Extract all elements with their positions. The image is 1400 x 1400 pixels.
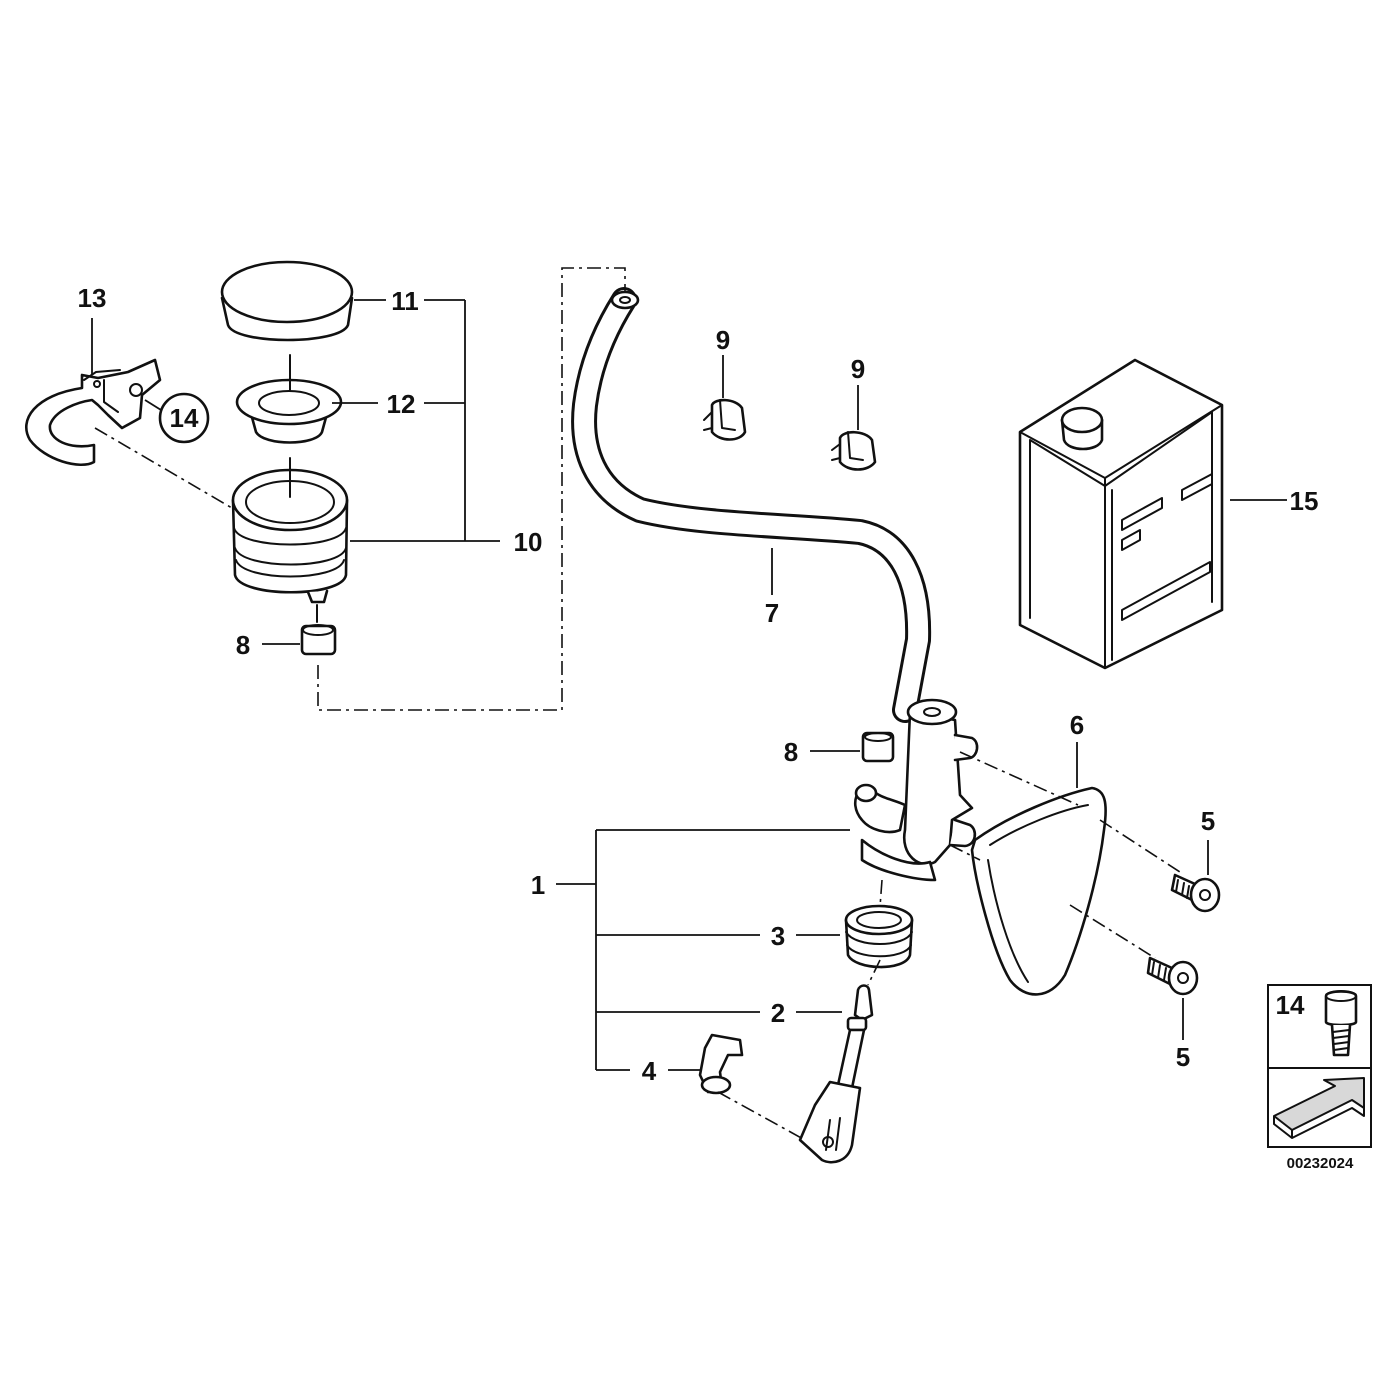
callout-4: 4: [642, 1056, 657, 1086]
hose-clip-upper: [300, 624, 337, 656]
legend-box: [1267, 984, 1372, 1148]
callout-5-upper: 5: [1201, 806, 1215, 836]
diagram-id: 00232024: [1287, 1155, 1354, 1172]
callout-8-upper: 8: [236, 630, 250, 660]
hose-clamp-b: [831, 430, 877, 471]
callout-13: 13: [78, 283, 107, 313]
callout-circle-14: [158, 392, 210, 444]
callout-2: 2: [771, 998, 785, 1028]
callout-3: 3: [771, 921, 785, 951]
reservoir-cap: [220, 260, 354, 342]
hose-clamp-a: [703, 398, 747, 441]
fluid-reservoir: [231, 468, 349, 604]
master-cylinder: [853, 698, 979, 882]
callout-9-left: 9: [716, 325, 730, 355]
callout-15: 15: [1290, 486, 1319, 516]
callout-1: 1: [531, 870, 545, 900]
direction-arrow-icon: [1273, 1077, 1365, 1139]
brake-fluid-container: [1018, 358, 1224, 670]
hose-clip-lower: [861, 731, 895, 763]
callout-10: 10: [514, 527, 543, 557]
legend-callout-14: 14: [1276, 990, 1305, 1020]
callout-5-lower: 5: [1176, 1042, 1190, 1072]
callout-6: 6: [1070, 710, 1084, 740]
screw-lower: [1146, 956, 1199, 996]
callout-7: 7: [765, 598, 779, 628]
callout-9-right: 9: [851, 354, 865, 384]
rubber-boot: [844, 904, 914, 969]
brake-hose: [571, 287, 932, 723]
bolt-icon: [1324, 990, 1358, 1057]
callout-12: 12: [387, 389, 416, 419]
mounting-bracket: [25, 358, 162, 467]
push-rod: [798, 984, 874, 1164]
callout-11: 11: [391, 286, 419, 316]
protective-cover: [970, 786, 1107, 996]
screw-upper: [1170, 873, 1221, 913]
locking-clip: [698, 1033, 744, 1095]
callout-8-lower: 8: [784, 737, 798, 767]
callout-14: 14: [170, 403, 199, 433]
